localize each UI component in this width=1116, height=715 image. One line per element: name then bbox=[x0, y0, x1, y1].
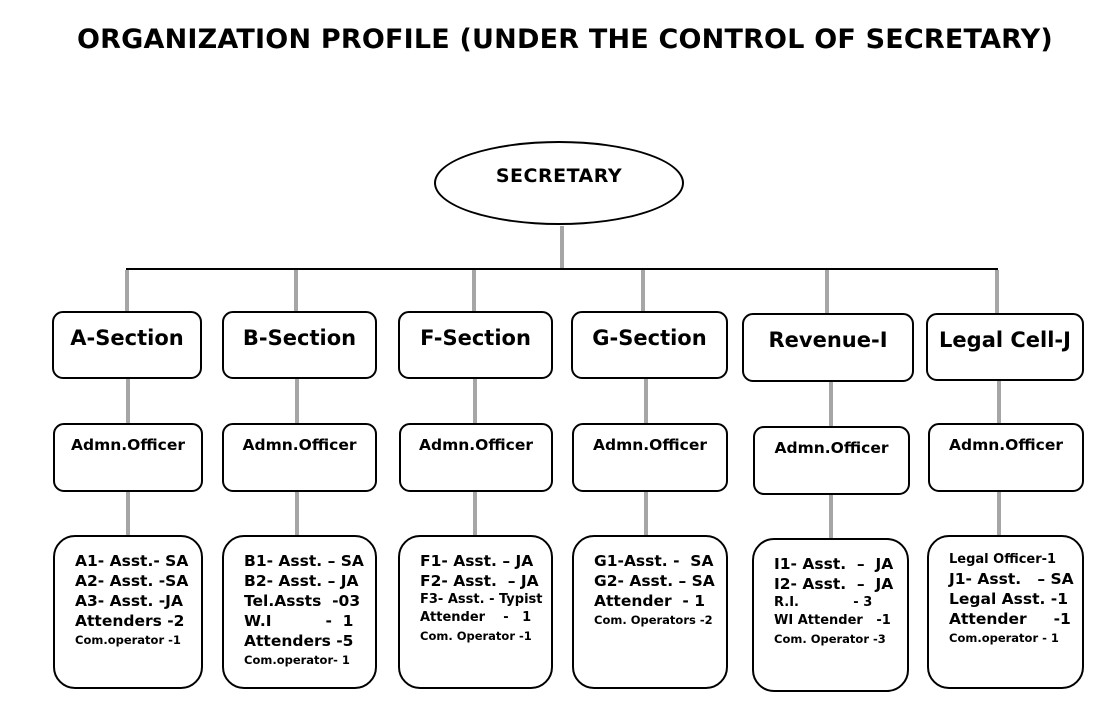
officer-box: Admn.Officer bbox=[572, 423, 728, 492]
staff-item: WI Attender -1 bbox=[774, 613, 891, 628]
officer-title: Admn.Officer bbox=[242, 436, 357, 454]
staff-item: A3- Asst. -JA bbox=[75, 592, 183, 610]
officer-title: Admn.Officer bbox=[949, 436, 1063, 454]
staff-item: Attenders -5 bbox=[244, 632, 354, 650]
staff-box: F1- Asst. – JA F2- Asst. – JA F3- Asst. - … bbox=[398, 535, 553, 689]
section-box: Legal Cell-J bbox=[926, 313, 1084, 381]
staff-item: Com. Operator -1 bbox=[420, 629, 532, 643]
staff-item: J1- Asst. – SA bbox=[949, 570, 1074, 588]
staff-item: Legal Officer-1 bbox=[949, 552, 1057, 567]
secretary-label: SECRETARY bbox=[495, 165, 623, 187]
staff-list: B1- Asst. – SA B2- Asst. – JA Tel.Assts -0… bbox=[244, 551, 364, 669]
officer-box: Admn.Officer bbox=[753, 426, 910, 495]
staff-item: Com.operator -1 bbox=[75, 633, 181, 647]
staff-item: Com.operator - 1 bbox=[949, 631, 1059, 645]
staff-item: Com. Operators -2 bbox=[594, 613, 713, 627]
staff-item: F2- Asst. – JA bbox=[420, 572, 539, 590]
staff-item: Legal Asst. -1 bbox=[949, 590, 1069, 608]
staff-box: G1-Asst. - SA G2- Asst. – SA Attender - 1 C… bbox=[572, 535, 728, 689]
staff-item: B2- Asst. – JA bbox=[244, 572, 359, 590]
staff-item: G1-Asst. - SA bbox=[594, 552, 714, 570]
section-box: Revenue-I bbox=[742, 313, 914, 382]
section-box: F-Section bbox=[398, 311, 553, 379]
staff-list: F1- Asst. – JA F2- Asst. – JA F3- Asst. - … bbox=[420, 551, 543, 645]
section-box: G-Section bbox=[571, 311, 728, 379]
section-box: B-Section bbox=[222, 311, 377, 379]
section-name: B-Section bbox=[242, 326, 357, 350]
staff-item: I1- Asst. – JA bbox=[774, 555, 894, 573]
staff-item: Attender - 1 bbox=[594, 592, 706, 610]
staff-list: I1- Asst. – JA I2- Asst. – JA R.I. - 3 WI A… bbox=[774, 554, 893, 648]
staff-list: G1-Asst. - SA G2- Asst. – SA Attender - 1 C… bbox=[594, 551, 715, 629]
staff-item: F3- Asst. - Typist bbox=[420, 592, 543, 607]
staff-item: Attender - 1 bbox=[420, 610, 532, 625]
section-name: G-Section bbox=[592, 326, 707, 350]
staff-box: I1- Asst. – JA I2- Asst. – JA R.I. - 3 WI A… bbox=[752, 538, 909, 692]
staff-box: B1- Asst. – SA B2- Asst. – JA Tel.Assts -0… bbox=[222, 535, 377, 689]
section-box: A-Section bbox=[52, 311, 202, 379]
section-name: A-Section bbox=[70, 326, 184, 350]
staff-item: I2- Asst. – JA bbox=[774, 575, 894, 593]
staff-item: A2- Asst. -SA bbox=[75, 572, 189, 590]
staff-item: W.I - 1 bbox=[244, 612, 354, 630]
page-title: ORGANIZATION PROFILE (UNDER THE CONTROL … bbox=[77, 24, 1053, 55]
staff-item: G2- Asst. – SA bbox=[594, 572, 715, 590]
officer-box: Admn.Officer bbox=[399, 423, 553, 492]
staff-item: A1- Asst.- SA bbox=[75, 552, 189, 570]
staff-item: Tel.Assts -03 bbox=[244, 592, 361, 610]
staff-item: Com. Operator -3 bbox=[774, 632, 886, 646]
staff-box: A1- Asst.- SA A2- Asst. -SA A3- Asst. -JA A… bbox=[53, 535, 203, 689]
officer-title: Admn.Officer bbox=[71, 436, 185, 454]
officer-title: Admn.Officer bbox=[593, 436, 707, 454]
officer-box: Admn.Officer bbox=[928, 423, 1084, 492]
section-name: Legal Cell-J bbox=[939, 328, 1071, 352]
officer-box: Admn.Officer bbox=[53, 423, 203, 492]
staff-list: A1- Asst.- SA A2- Asst. -SA A3- Asst. -JA A… bbox=[75, 551, 188, 649]
staff-item: Com.operator- 1 bbox=[244, 653, 350, 667]
officer-title: Admn.Officer bbox=[774, 439, 889, 457]
staff-item: B1- Asst. – SA bbox=[244, 552, 364, 570]
staff-item: R.I. - 3 bbox=[774, 595, 873, 610]
staff-item: Attenders -2 bbox=[75, 612, 185, 630]
staff-item: F1- Asst. – JA bbox=[420, 552, 534, 570]
secretary-node: SECRETARY bbox=[434, 141, 684, 225]
section-name: F-Section bbox=[420, 326, 531, 350]
section-name: Revenue-I bbox=[768, 328, 888, 352]
staff-item: Attender -1 bbox=[949, 610, 1071, 628]
officer-box: Admn.Officer bbox=[222, 423, 377, 492]
officer-title: Admn.Officer bbox=[419, 436, 533, 454]
